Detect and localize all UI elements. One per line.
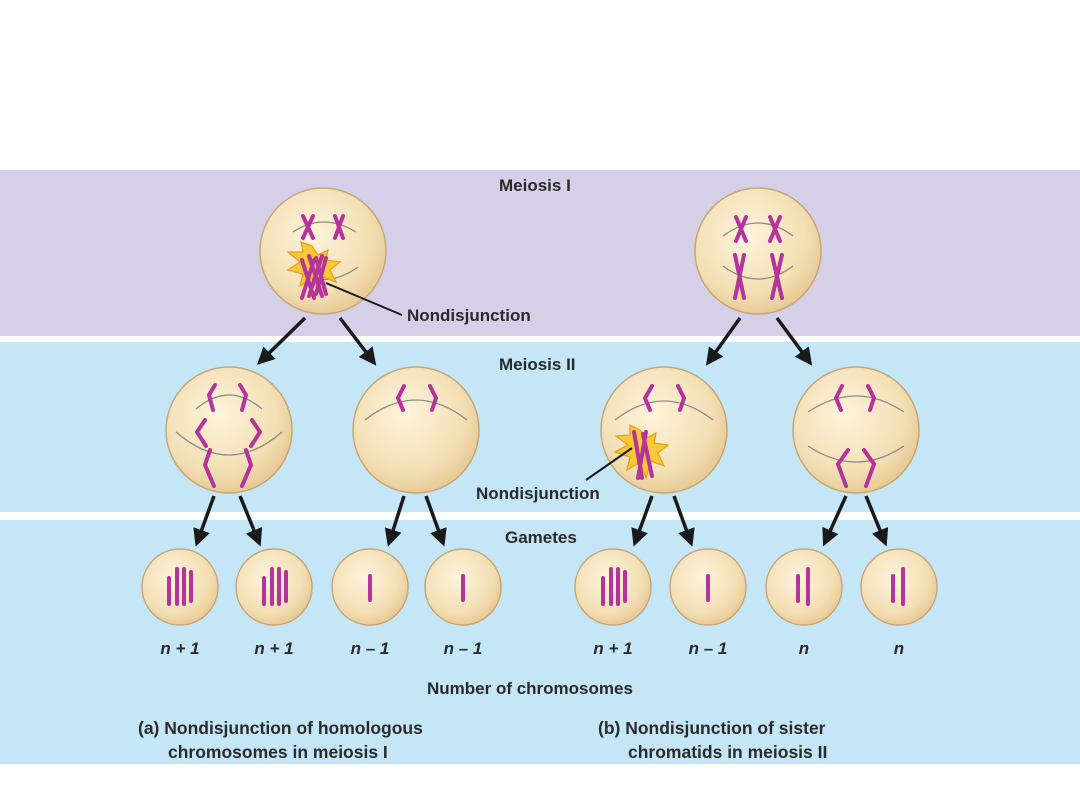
gamete-count-1: n + 1 (160, 639, 200, 658)
meiosis-2-cell-a2 (352, 366, 480, 494)
nondisjunction-pointer-1 (325, 282, 403, 316)
gamete-2 (235, 548, 313, 626)
meiosis-2-cell-a1 (165, 366, 293, 494)
gamete-count-6: n – 1 (688, 639, 728, 658)
gamete-count-4: n – 1 (443, 639, 483, 658)
gamete-7 (765, 548, 843, 626)
arrows-meiosis-2 (193, 495, 889, 547)
gamete-6 (669, 548, 747, 626)
gamete-count-5: n + 1 (593, 639, 633, 658)
caption-a-line1: (a) Nondisjunction of homologous (138, 718, 423, 738)
caption-b-line2: chromatids in meiosis II (628, 742, 828, 762)
band-meiosis-1 (0, 170, 1080, 336)
caption-b-line1: (b) Nondisjunction of sister (598, 718, 826, 738)
nondisjunction-label-2: Nondisjunction (476, 484, 600, 503)
axis-label-number-of-chromosomes: Number of chromosomes (427, 679, 633, 698)
gamete-5 (574, 548, 652, 626)
gamete-3 (331, 548, 409, 626)
gamete-count-3: n – 1 (350, 639, 390, 658)
meiosis-2-cell-b1 (600, 366, 728, 494)
gamete-1 (141, 548, 219, 626)
meiosis-2-cell-b2 (792, 366, 920, 494)
parent-cell-b (694, 187, 822, 315)
gamete-8 (860, 548, 938, 626)
stage-label-meiosis-2: Meiosis II (499, 355, 576, 374)
gamete-4 (424, 548, 502, 626)
stage-label-gametes: Gametes (505, 528, 577, 547)
gamete-count-7: n (798, 639, 810, 658)
caption-a-line2: chromosomes in meiosis I (168, 742, 388, 762)
nondisjunction-pointer-2 (585, 447, 633, 481)
arrows-meiosis-1 (256, 316, 813, 366)
nondisjunction-label-1: Nondisjunction (407, 306, 531, 325)
gamete-count-2: n + 1 (254, 639, 294, 658)
gamete-count-8: n (893, 639, 905, 658)
stage-label-meiosis-1: Meiosis I (499, 176, 571, 195)
parent-cell-a (259, 187, 387, 315)
